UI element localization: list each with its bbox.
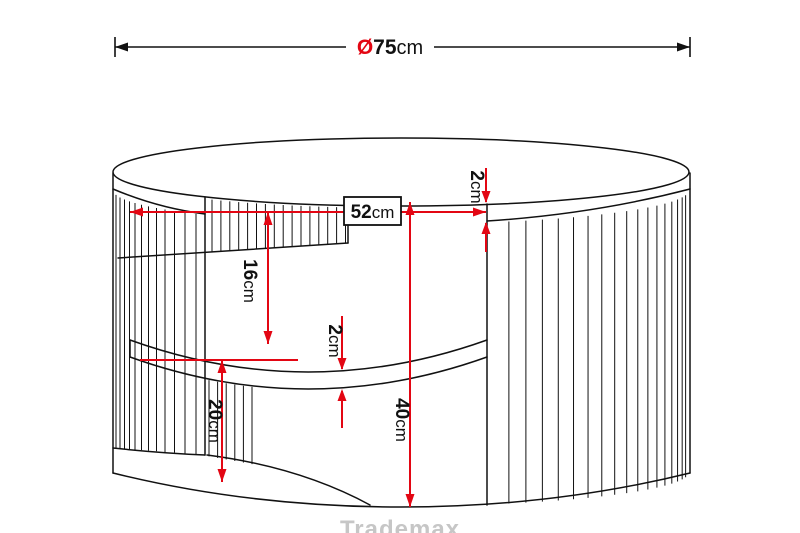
- dim-diameter: Ø75cm: [114, 36, 691, 59]
- dim-shelf-thickness: 2cm: [324, 316, 347, 428]
- dim-top-thickness: 2cm: [466, 168, 491, 252]
- left-panel-bottom-edge: [112, 447, 206, 456]
- shelf-bottom-arc: [129, 356, 488, 390]
- inner-width-label: 52cm: [351, 202, 395, 223]
- dim-inner-width: 52cm: [130, 196, 486, 226]
- arrow-left-icon: [115, 42, 128, 52]
- shelf-to-floor-label: 20cm: [204, 399, 225, 443]
- top-to-shelf-label: 16cm: [239, 259, 260, 303]
- dim-total-height: 40cm: [391, 202, 415, 507]
- diameter-symbol-icon: Ø: [357, 36, 373, 59]
- inner-width-label-box: [343, 196, 402, 226]
- shelf-thickness-label: 2cm: [324, 324, 345, 357]
- fluted-slats-left-panel: [115, 194, 197, 455]
- diameter-label: Ø75cm: [357, 36, 423, 59]
- shelf-top-arc: [129, 339, 488, 373]
- inner-base-sweep: [206, 454, 371, 506]
- base-front-arc: [112, 472, 691, 508]
- top-thickness-label: 2cm: [466, 170, 487, 203]
- arrow-right-icon: [677, 42, 690, 52]
- left-rim-arc: [112, 188, 206, 215]
- dim-shelf-to-floor: 20cm: [140, 359, 298, 482]
- dim-top-to-shelf: 16cm: [239, 212, 273, 344]
- tabletop-ellipse: [112, 137, 690, 207]
- right-rim-arc: [486, 188, 691, 222]
- table-structure: [112, 454, 691, 508]
- back-wall-bottom-curve: [117, 242, 349, 259]
- table-outline: [112, 137, 691, 506]
- fluted-slats-right-panel: [508, 195, 687, 504]
- total-height-label: 40cm: [391, 398, 412, 442]
- watermark-logo: Trademax: [339, 516, 461, 533]
- fluted-slats-under-shelf: [208, 380, 253, 465]
